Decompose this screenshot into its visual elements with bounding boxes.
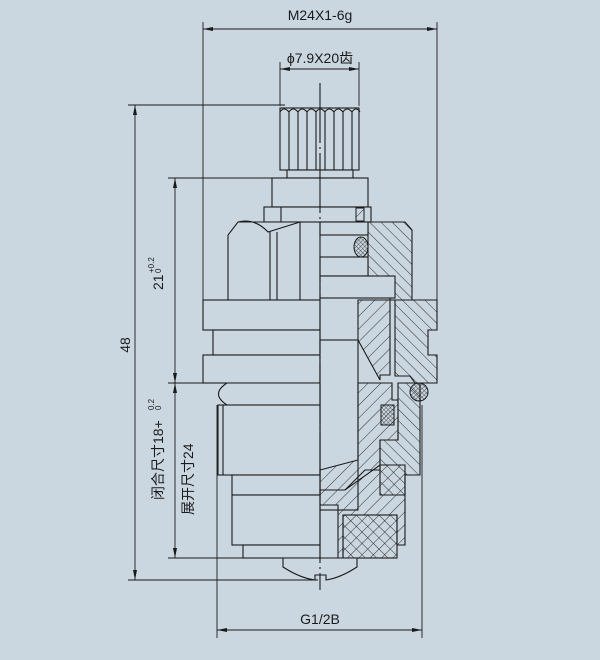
closed-tol-upper: 0.2	[147, 398, 156, 410]
lower-height-dimension: 闭合尺寸18+ 0.2 0 展开尺寸24	[147, 383, 245, 559]
spline-dimension: ϕ7.9X20齿	[279, 50, 360, 106]
upper-tol-upper: +0.2	[147, 257, 156, 273]
cartridge-body	[202, 83, 438, 590]
thread-dimension: M24X1-6g	[202, 7, 438, 300]
upper-height-label: 21	[150, 274, 166, 290]
open-size-label: 展开尺寸24	[180, 443, 196, 515]
thread-dimension-label: M24X1-6g	[288, 7, 353, 23]
spline-dimension-label: ϕ7.9X20齿	[287, 50, 353, 66]
closed-tol-lower: 0	[154, 405, 163, 410]
upper-height-dimension: 21 +0.2 0	[147, 177, 288, 384]
pipe-thread-dimension: G1/2B	[216, 405, 423, 638]
closed-size-label: 闭合尺寸18+	[150, 420, 166, 500]
pipe-thread-label: G1/2B	[300, 611, 340, 627]
overall-height-label: 48	[117, 337, 133, 353]
upper-tol-lower: 0	[154, 268, 163, 273]
overall-height-dimension: 48	[117, 104, 318, 581]
